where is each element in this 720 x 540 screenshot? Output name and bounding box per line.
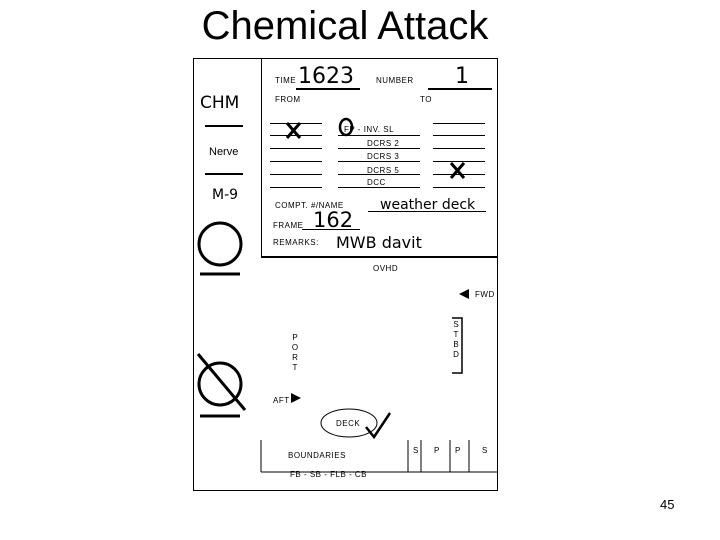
- routing-line-dcrs3: [338, 161, 420, 162]
- routing-line-fp: [338, 135, 420, 136]
- boundaries-table: [260, 440, 498, 473]
- fwd-label: FWD: [475, 290, 495, 299]
- fwd-arrow-icon: [459, 289, 469, 299]
- symbol-circle: [197, 221, 243, 267]
- routing-line-dcc: [338, 187, 420, 188]
- agent-type: Nerve: [209, 146, 239, 158]
- boundary-types: FB - SB - FLB - CB: [290, 470, 368, 479]
- number-label: NUMBER: [376, 76, 414, 85]
- deck-marking: [320, 408, 392, 440]
- ovhd-label: OVHD: [373, 264, 399, 273]
- to-line-6: [433, 187, 485, 188]
- compt-value: weather deck: [380, 197, 476, 213]
- agent-type-underline: [205, 173, 243, 175]
- routing-dcrs-3: DCRS 3: [367, 152, 400, 161]
- from-label: FROM: [275, 95, 301, 104]
- routing-dcc: DCC: [367, 178, 386, 187]
- page-number: 45: [660, 497, 675, 512]
- from-line-4: [270, 161, 322, 162]
- from-line-6: [270, 187, 322, 188]
- number-underline: [428, 88, 492, 90]
- to-line-4: [433, 161, 485, 162]
- compt-label: COMPT. #/NAME: [275, 201, 344, 210]
- cross-mark-to: [449, 162, 466, 179]
- circle-mark-fp: [338, 117, 354, 137]
- agent-code-underline: [205, 125, 243, 127]
- boundary-col-s1: S: [413, 446, 419, 455]
- slide-title: Chemical Attack: [201, 4, 489, 48]
- number-value: 1: [455, 64, 469, 89]
- stbd-bracket: [452, 317, 463, 374]
- card-divider-horizontal: [261, 256, 498, 258]
- boundary-col-p1: P: [434, 446, 440, 455]
- to-label: TO: [420, 95, 432, 104]
- time-label: TIME: [275, 76, 297, 85]
- to-line-2: [433, 135, 485, 136]
- to-line-3: [433, 148, 485, 149]
- agent-code: CHM: [200, 93, 240, 113]
- deck-label: DECK: [336, 419, 361, 428]
- aft-label: AFT: [273, 396, 290, 405]
- boundary-col-s2: S: [482, 446, 488, 455]
- symbol-nonpersistent: [196, 353, 247, 418]
- routing-dcrs-2: DCRS 2: [367, 139, 400, 148]
- compt-underline: [368, 211, 486, 212]
- time-value: 1623: [298, 64, 354, 89]
- routing-fp-inv-sl: FP - INV. SL: [344, 125, 395, 134]
- from-line-1: [270, 123, 322, 124]
- cross-mark-from: [285, 122, 302, 139]
- symbol-circle-slashed: [197, 361, 243, 407]
- from-line-5: [270, 174, 322, 175]
- frame-label: FRAME: [273, 221, 304, 230]
- routing-line-dcrs2: [338, 148, 420, 149]
- agent-name: M-9: [212, 187, 239, 203]
- damage-control-card: [193, 58, 498, 491]
- to-line-1: [433, 123, 485, 124]
- time-underline: [296, 88, 360, 90]
- boundaries-label: BOUNDARIES: [288, 451, 346, 460]
- symbol-slash: [196, 353, 247, 411]
- aft-arrow-icon: [291, 393, 301, 403]
- symbol-persistent: [197, 221, 243, 276]
- frame-value: 162: [313, 208, 354, 232]
- boundary-col-p2: P: [455, 446, 461, 455]
- remarks-value: MWB davit: [336, 233, 422, 252]
- card-divider-vertical: [261, 58, 262, 257]
- frame-underline: [302, 229, 360, 230]
- from-line-3: [270, 148, 322, 149]
- routing-dcrs-5: DCRS 5: [367, 166, 400, 175]
- remarks-label: REMARKS:: [273, 238, 319, 247]
- routing-line-dcrs5: [338, 174, 420, 175]
